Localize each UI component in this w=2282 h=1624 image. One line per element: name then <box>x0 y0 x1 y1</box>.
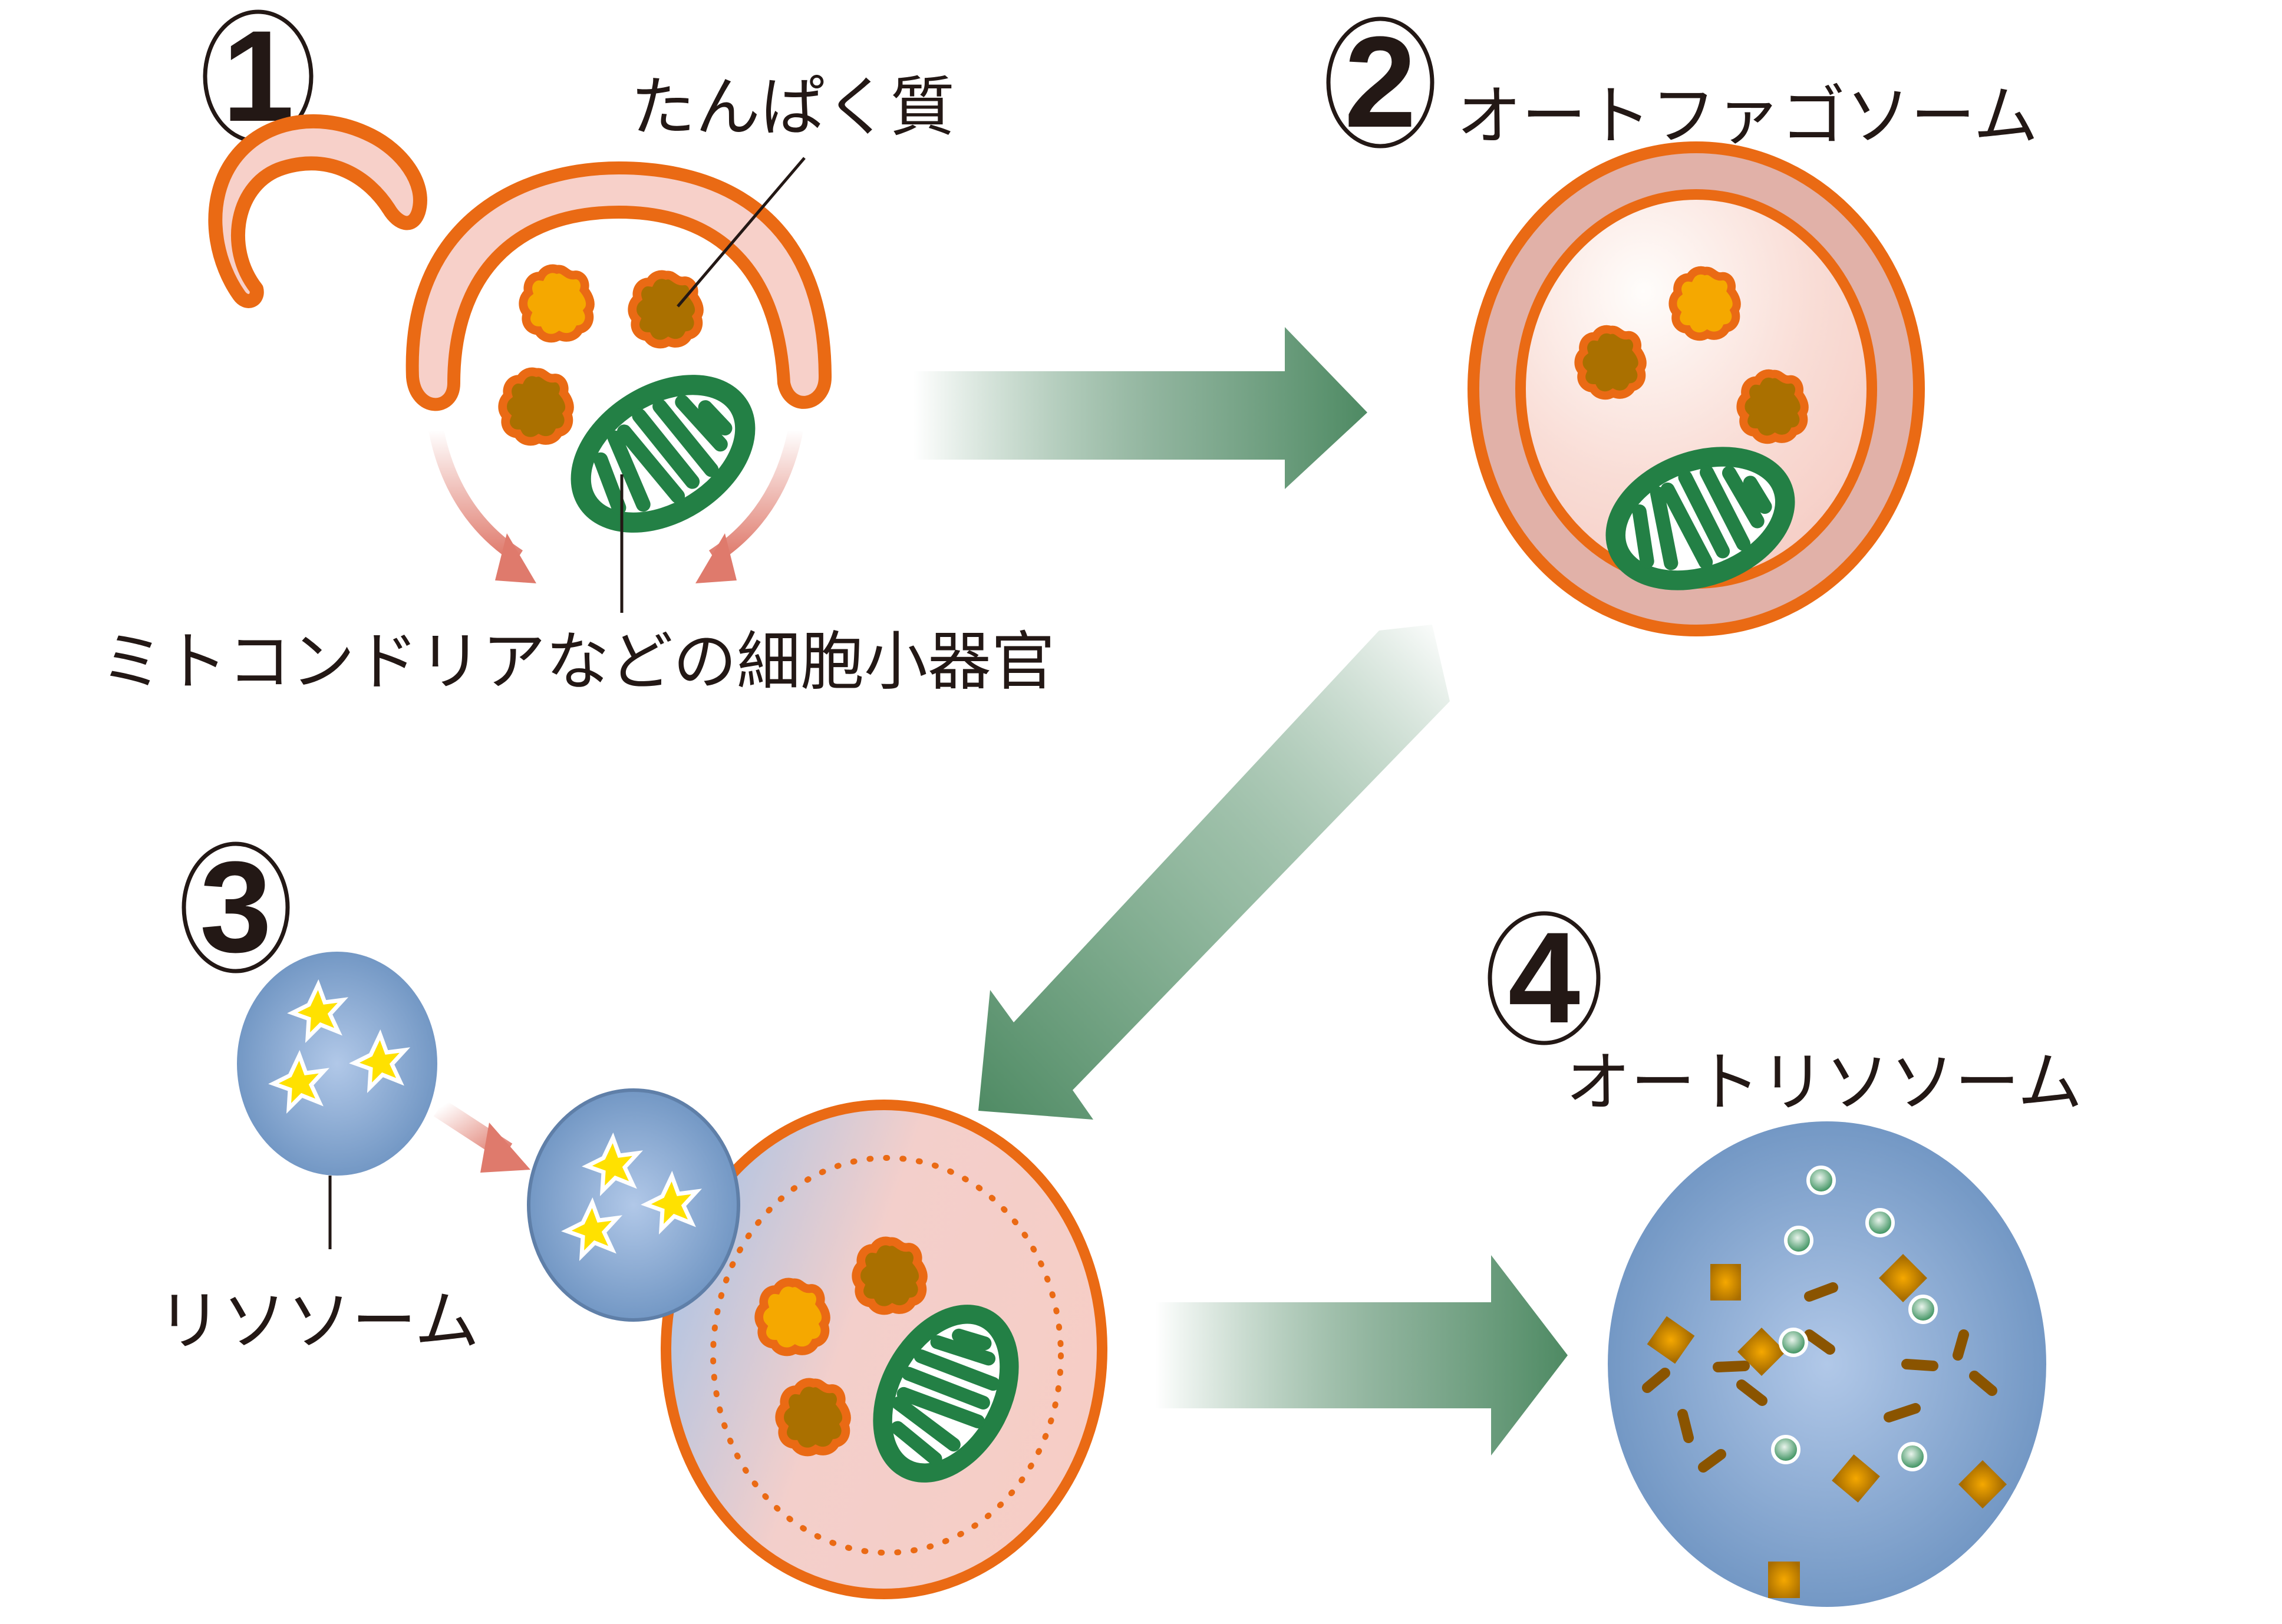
lysosome-approach-arrow <box>433 1099 530 1173</box>
protein-light <box>1673 270 1736 336</box>
residue-dot <box>1784 1226 1813 1255</box>
fusing-autophagosome <box>661 1100 1107 1599</box>
protein-leader-line <box>677 157 806 308</box>
organelle-label: ミトコンドリアなどの細胞小器官 <box>100 625 1055 699</box>
arrow-step2-to-step3 <box>978 625 1450 1120</box>
autophagosome-label: オートファゴソーム <box>1457 78 2039 154</box>
fragment-block <box>1710 1264 1741 1300</box>
step-number-2-badge: 2 <box>1326 9 1435 154</box>
arrow-step3-to-step4 <box>1155 1255 1568 1455</box>
step-number-4: 4 <box>1508 905 1580 1050</box>
fragment-block <box>1878 1253 1928 1303</box>
lysosome <box>237 952 437 1176</box>
fragment-block <box>1647 1316 1695 1364</box>
step-2: 2 オートファゴソーム <box>1326 9 2039 636</box>
autolysosome-label: オートリソソーム <box>1566 1045 2083 1120</box>
inner-membrane-dotted <box>710 1155 1064 1556</box>
protein-dark <box>780 1382 847 1452</box>
residue-dot <box>1898 1442 1927 1471</box>
mitochondria <box>556 357 770 551</box>
step-1: 1 たんぱく質 ミトコンドリアなどの細胞小器官 <box>100 4 1055 699</box>
step-number-3-badge: 3 <box>182 834 290 979</box>
protein-dark <box>856 1241 924 1311</box>
fragment-block <box>1737 1327 1786 1377</box>
protein-dark <box>503 372 570 441</box>
protein-dark <box>1578 329 1642 395</box>
residue-dot <box>1771 1435 1800 1464</box>
phagophore-large <box>405 161 832 411</box>
protein-light <box>759 1282 826 1352</box>
autolysosome <box>1608 1121 2046 1607</box>
protein-dark <box>632 275 700 344</box>
fragment-block <box>1832 1454 1880 1503</box>
step-number-3: 3 <box>200 834 272 979</box>
closing-arrow-right <box>695 428 803 583</box>
fragment-block <box>1768 1562 1800 1598</box>
step-4: 4 オートリソソーム <box>1488 905 2083 1607</box>
protein-dark <box>1740 374 1804 440</box>
digested-rods <box>1642 1282 1997 1473</box>
step-3: 3 リソソーム <box>157 834 1107 1599</box>
step-number-4-badge: 4 <box>1488 905 1601 1050</box>
residue-dot <box>1865 1208 1895 1237</box>
digested-fragments <box>1647 1253 2007 1598</box>
step-number-1-badge: 1 <box>203 4 314 148</box>
residue-dot <box>1806 1166 1836 1195</box>
step-number-2: 2 <box>1344 9 1416 154</box>
arrow-step1-to-step2 <box>914 327 1367 489</box>
phagophore-small <box>208 114 427 308</box>
closing-arrow-left <box>428 428 536 583</box>
digested-residues <box>1771 1166 1938 1471</box>
protein-light <box>523 269 591 338</box>
fragment-block <box>1958 1460 2007 1509</box>
lysosome-label: リソソーム <box>157 1283 480 1359</box>
fusing-lysosome <box>527 1088 740 1322</box>
residue-dot <box>1779 1328 1808 1357</box>
protein-label: たんぱく質 <box>631 70 955 145</box>
residue-dot <box>1908 1295 1938 1324</box>
